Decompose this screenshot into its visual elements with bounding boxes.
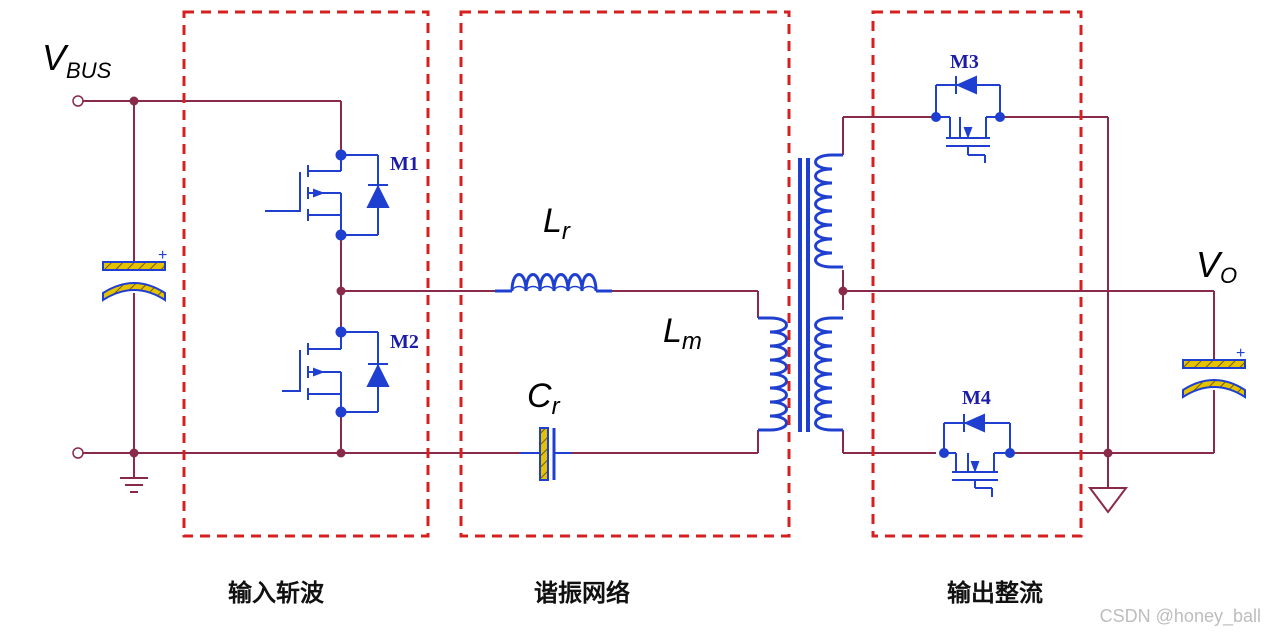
m4-label: M4 bbox=[962, 387, 991, 409]
input-chopper-label: 输入斩波 bbox=[228, 579, 325, 607]
resonant-network-label: 谐振网络 bbox=[534, 579, 630, 607]
output-capacitor: + bbox=[1182, 345, 1246, 399]
m1-label: M1 bbox=[390, 153, 419, 175]
lm-main: L bbox=[663, 312, 682, 350]
lm-subscript: m bbox=[682, 328, 702, 355]
vo-subscript: O bbox=[1220, 263, 1237, 288]
ground-symbol bbox=[120, 477, 148, 493]
vbus-terminal bbox=[72, 95, 84, 107]
cr-main: C bbox=[527, 377, 552, 415]
input-cap-plus: + bbox=[158, 247, 167, 264]
capacitor-cr bbox=[520, 427, 572, 481]
vo-label: VO bbox=[1196, 244, 1237, 288]
dashed-blocks bbox=[182, 10, 1083, 538]
transformer bbox=[758, 153, 843, 432]
wires bbox=[82, 100, 1215, 488]
watermark: CSDN @honey_ball bbox=[1099, 606, 1261, 626]
mosfet-m4 bbox=[939, 413, 1015, 497]
vbus-label: VBUS bbox=[42, 37, 112, 83]
vo-main: V bbox=[1196, 244, 1223, 285]
m2-label: M2 bbox=[390, 331, 419, 353]
lr-label: Lr bbox=[543, 202, 571, 245]
inductor-lr bbox=[495, 273, 612, 293]
output-rectifier-label: 输出整流 bbox=[947, 579, 1043, 607]
output-cap-plus: + bbox=[1236, 345, 1245, 362]
vbus-subscript: BUS bbox=[66, 58, 112, 83]
gnd-terminal bbox=[72, 447, 84, 459]
lr-main: L bbox=[543, 202, 562, 240]
input-capacitor: + bbox=[102, 247, 167, 302]
m3-label: M3 bbox=[950, 51, 979, 73]
resonant-network-box bbox=[459, 10, 791, 538]
cr-label: Cr bbox=[527, 377, 561, 420]
output-rectifier-box bbox=[871, 10, 1083, 538]
mosfet-m2 bbox=[282, 326, 390, 418]
mosfet-m3 bbox=[931, 75, 1005, 163]
junction-dots bbox=[129, 96, 1113, 458]
lm-label: Lm bbox=[663, 312, 702, 355]
vbus-main: V bbox=[42, 37, 69, 78]
lr-subscript: r bbox=[562, 218, 571, 245]
mosfet-m1 bbox=[265, 149, 390, 241]
input-chopper-box bbox=[182, 10, 430, 538]
cr-subscript: r bbox=[552, 393, 561, 420]
output-ground-symbol bbox=[1088, 487, 1128, 514]
